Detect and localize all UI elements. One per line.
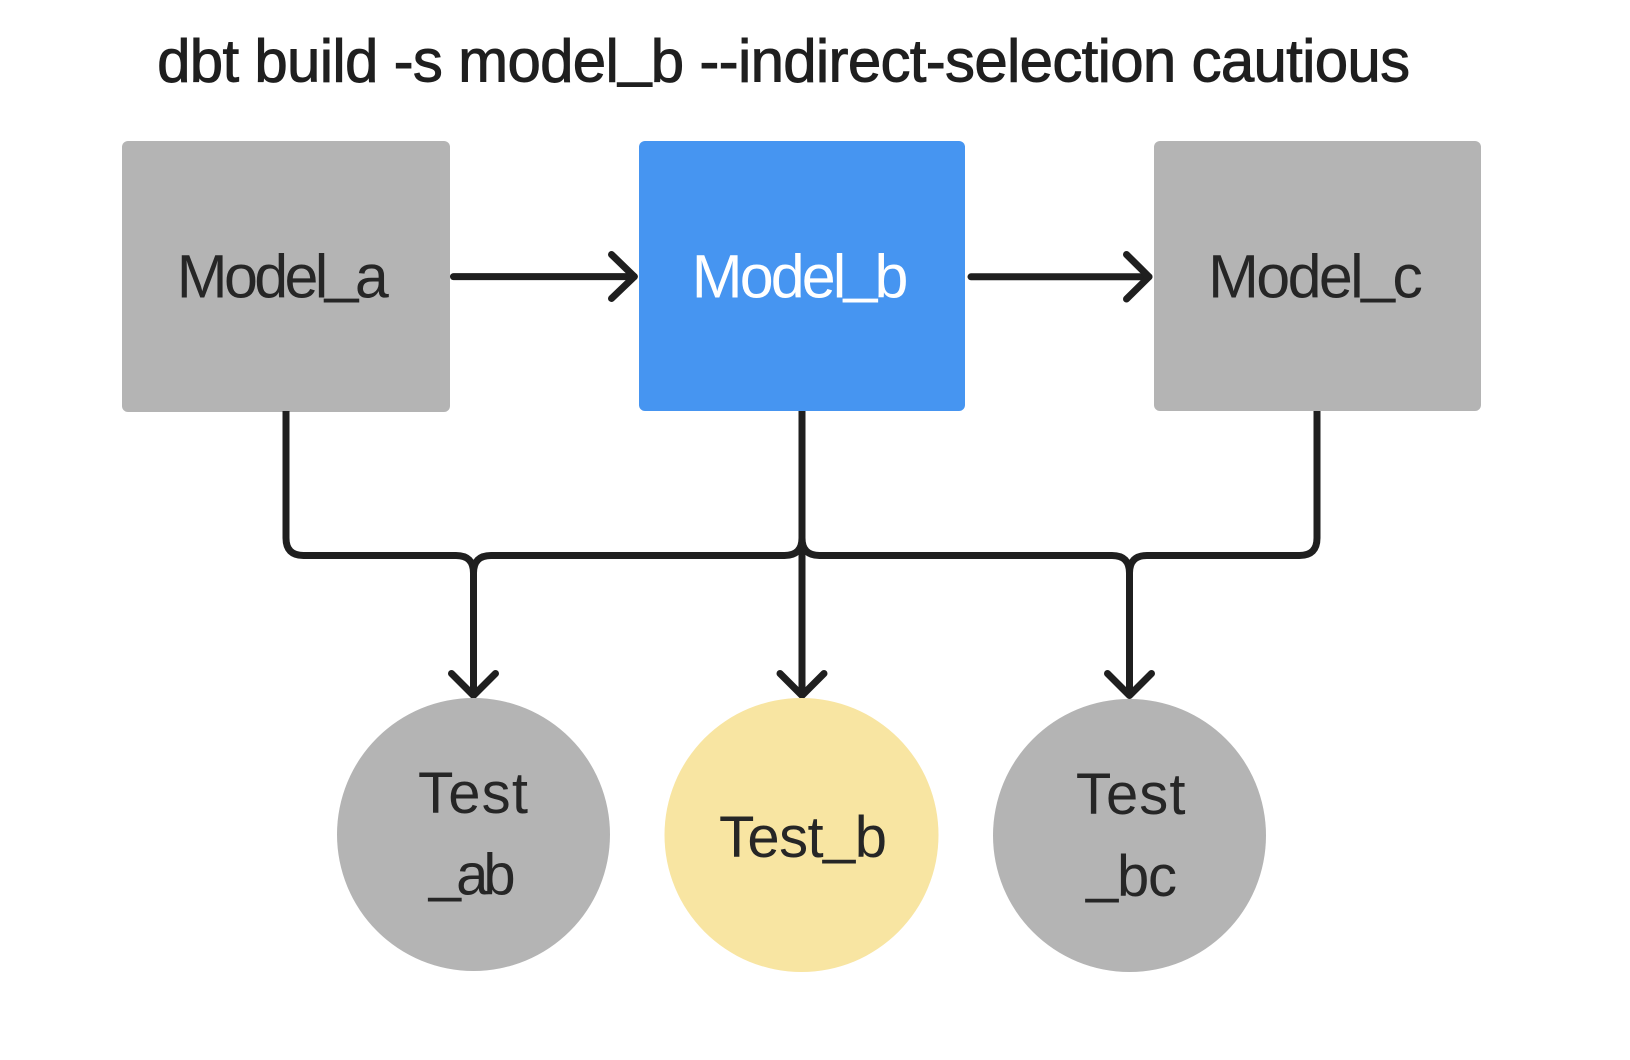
svg-text:_bc: _bc: [1085, 839, 1177, 909]
svg-text:dbt build -s model_b --indirec: dbt build -s model_b --indirect-selectio…: [157, 21, 1410, 95]
svg-text:Test: Test: [418, 761, 528, 826]
svg-text:Test_b: Test_b: [719, 800, 887, 870]
svg-text:_ab: _ab: [428, 838, 516, 908]
svg-text:Model_c: Model_c: [1208, 236, 1423, 311]
svg-text:Test: Test: [1076, 762, 1186, 827]
svg-text:Model_b: Model_b: [692, 236, 909, 311]
svg-text:Model_a: Model_a: [177, 236, 389, 311]
